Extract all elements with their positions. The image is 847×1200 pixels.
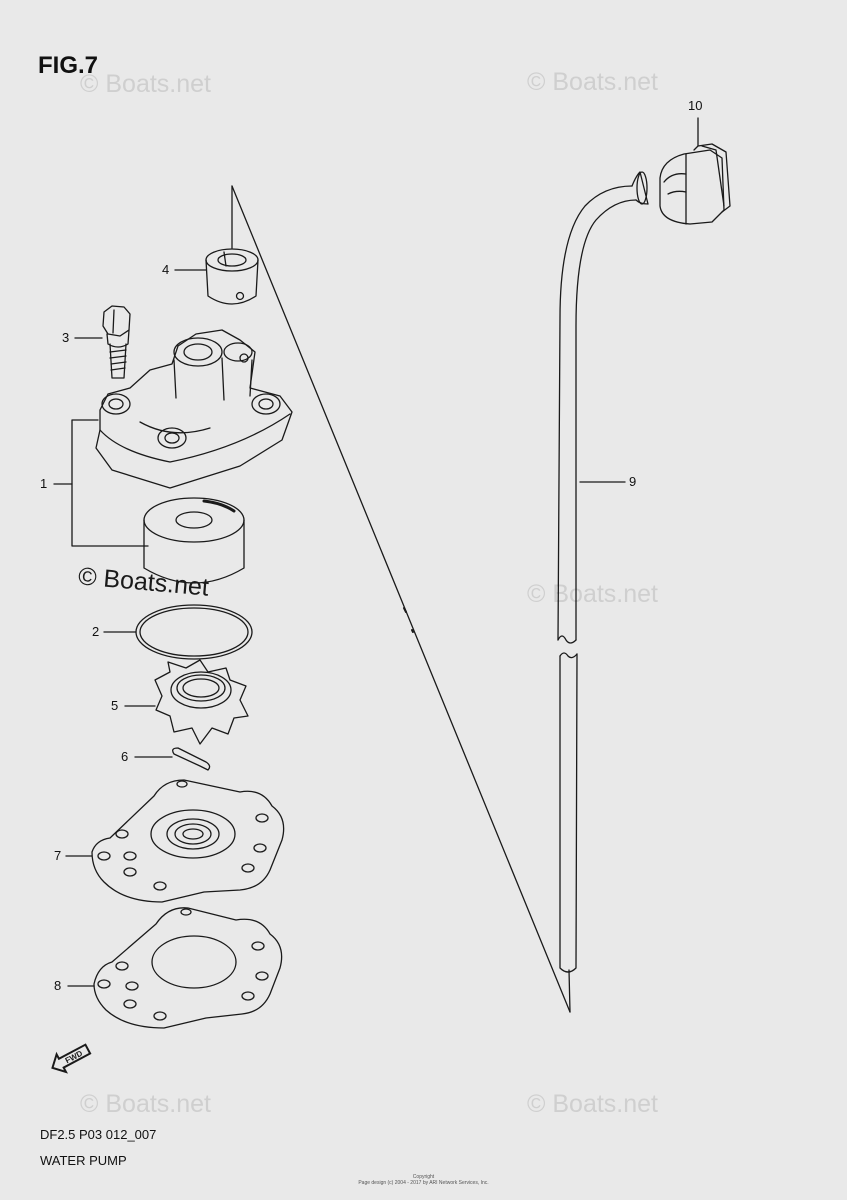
part-8-gasket xyxy=(93,907,283,1029)
callout-3: 3 xyxy=(62,330,70,345)
callout-bracket xyxy=(71,419,149,547)
part-5-impeller xyxy=(154,659,249,745)
watermark: © Boats.net xyxy=(80,70,211,98)
part-7-plate xyxy=(91,779,285,903)
watermark: © Boats.net xyxy=(527,68,658,96)
callout-1: 1 xyxy=(40,476,48,491)
callout-6: 6 xyxy=(121,749,129,764)
callout-2: 2 xyxy=(92,624,100,639)
callout-9: 9 xyxy=(629,474,637,489)
part-1-liner xyxy=(143,497,245,584)
diagram-name: WATER PUMP xyxy=(40,1153,127,1168)
figure-title: FIG.7 xyxy=(38,52,99,79)
callout-4: 4 xyxy=(162,262,170,277)
part-6-pin xyxy=(172,747,211,771)
part-10-grommet xyxy=(659,117,731,225)
part-4-collar xyxy=(205,248,259,305)
callout-7: 7 xyxy=(54,848,62,863)
part-9-water-tube xyxy=(557,171,649,1013)
fwd-arrow-icon: FWD xyxy=(51,1043,92,1074)
part-2-o-ring xyxy=(135,604,253,660)
callout-8: 8 xyxy=(54,978,62,993)
callout-5: 5 xyxy=(111,698,119,713)
callout-10: 10 xyxy=(688,98,703,113)
watermark: © Boats.net xyxy=(527,580,658,608)
watermark: © Boats.net xyxy=(80,1090,211,1118)
part-1-pump-case xyxy=(95,329,293,489)
diagram-code: DF2.5 P03 012_007 xyxy=(40,1127,157,1142)
copyright-line-1: Copyright xyxy=(412,1174,435,1180)
part-3-bolt xyxy=(102,305,131,379)
copyright-line-2: Page design (c) 2004 - 2017 by ARI Netwo… xyxy=(358,1180,489,1186)
assembly-line xyxy=(231,185,571,1013)
watermark: © Boats.net xyxy=(527,1090,658,1118)
